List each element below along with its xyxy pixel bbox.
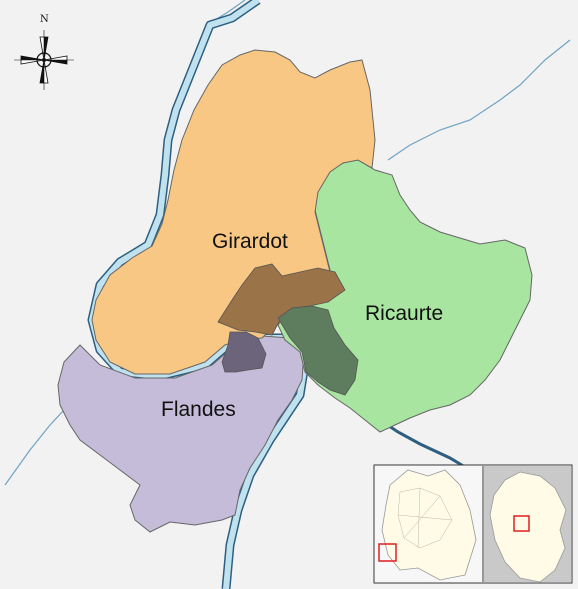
- inset-highlight-country: [513, 515, 530, 532]
- inset-municipal-lines: [397, 487, 453, 549]
- overlap-ricaurte-flandes: [277, 305, 359, 396]
- label-ricaurte: Ricaurte: [365, 302, 443, 325]
- stream-northeast: [387, 39, 571, 161]
- label-flandes: Flandes: [161, 398, 236, 421]
- locator-inset: [373, 464, 573, 584]
- inset-highlight-department: [378, 543, 397, 562]
- overlap-girardot-ricaurte: [217, 263, 346, 336]
- overlap-girardot-flandes: [221, 331, 267, 373]
- compass-north-label: N: [40, 14, 49, 25]
- label-girardot: Girardot: [212, 230, 288, 253]
- inset-department-shape: [381, 469, 477, 581]
- inset-country-shape: [489, 471, 567, 583]
- compass-rose-icon: [14, 30, 74, 90]
